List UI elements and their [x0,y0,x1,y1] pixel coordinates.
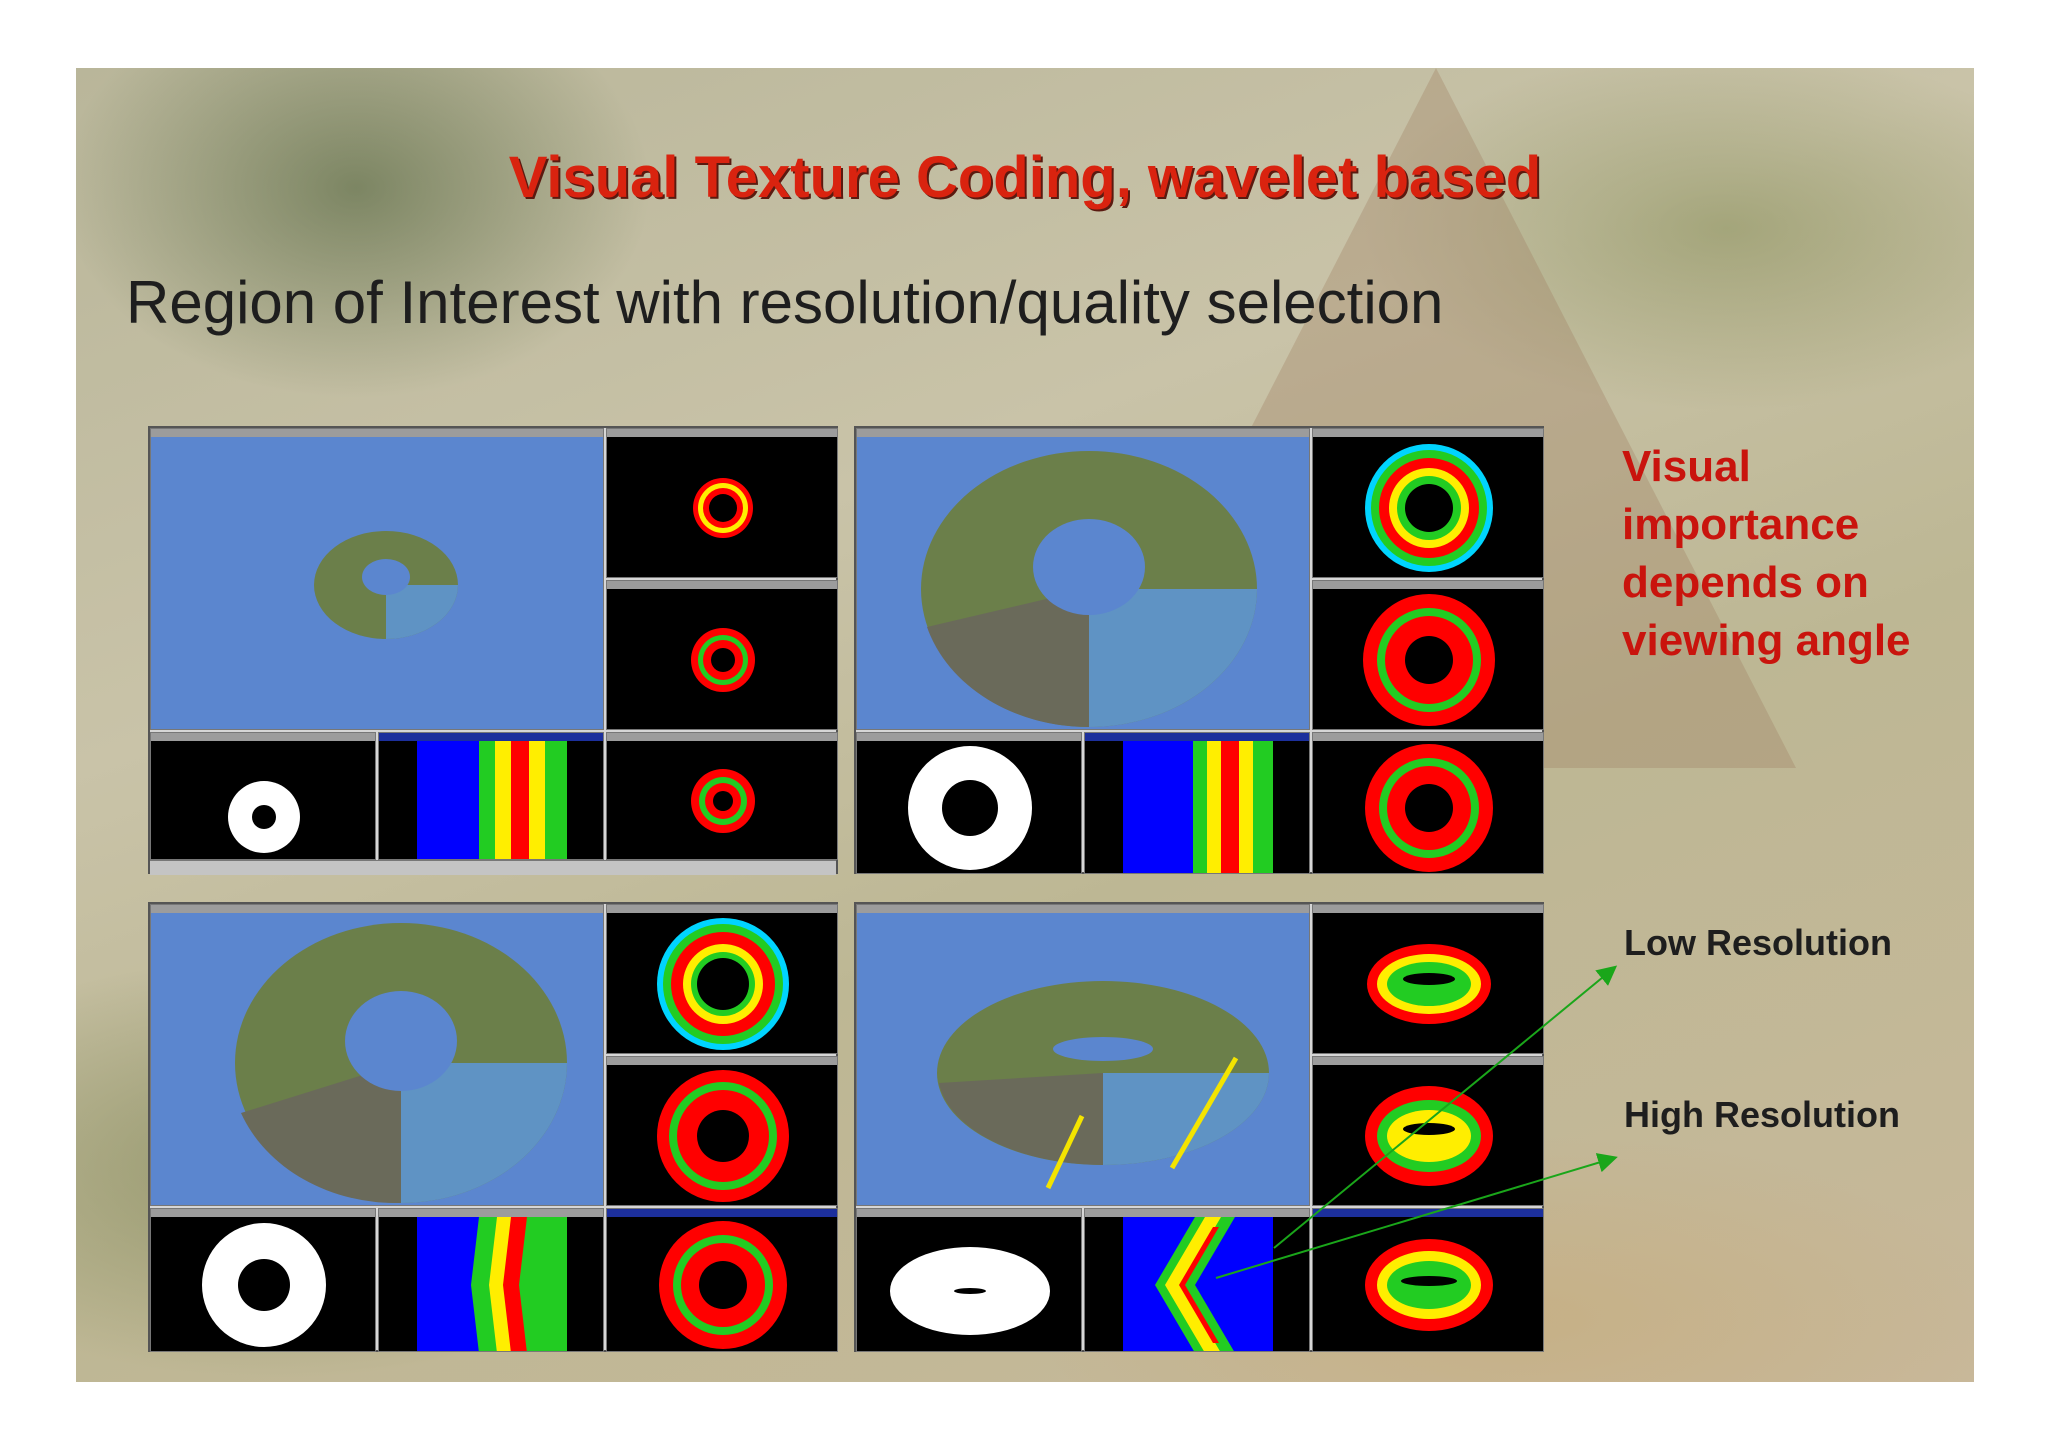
ring-map [1365,1086,1493,1186]
slide-background: Visual Texture Coding, wavelet based Reg… [76,68,1974,1382]
mesh-simplify-window [150,1208,376,1352]
window-titlebar [151,733,375,741]
window-titlebar [1313,581,1543,589]
ring-map [1365,744,1493,872]
texture-map [417,741,567,859]
window-titlebar [607,581,837,589]
quality-map-window [1312,1056,1544,1206]
window-titlebar [857,1209,1081,1217]
window-titlebar [857,905,1309,913]
window-titlebar [379,1209,603,1217]
window-titlebar [151,429,603,437]
texture-map [1123,741,1273,873]
window-titlebar [1313,905,1543,913]
wavelet-map-window [606,1208,838,1352]
window-titlebar [151,1209,375,1217]
roi-map-window [606,904,838,1054]
ring-map [657,1070,789,1202]
window-titlebar [379,733,603,741]
window-titlebar [1313,429,1543,437]
ring-map [691,769,755,833]
white-ring [228,781,300,853]
ring-map [691,628,755,692]
ring-map [1365,1239,1493,1331]
ring-map [659,1221,787,1349]
ring-map [1367,944,1491,1024]
torus-view-window [150,904,604,1206]
wavelet-map-window [1312,1208,1544,1352]
torus-view-window [856,428,1310,730]
torus-render [921,451,1257,728]
side-note: Visual importance depends on viewing ang… [1622,442,1911,665]
texture-simplify-window [378,1208,604,1352]
window-titlebar [1085,1209,1309,1217]
mesh-simplify-window [150,732,376,860]
texture-map [417,1217,567,1351]
window-titlebar [607,1209,837,1217]
window-titlebar [1313,1057,1543,1065]
slide-subtitle: Region of Interest with resolution/quali… [126,269,1444,336]
white-ring [202,1223,326,1347]
ring-map [1363,594,1495,726]
quality-map-window [1312,580,1544,730]
status-bar [150,860,836,875]
torus-render [937,981,1269,1165]
quality-map-window [606,1056,838,1206]
wavelet-map-window [606,732,838,860]
window-titlebar [607,1057,837,1065]
high-resolution-label: High Resolution [1624,1094,1900,1135]
white-ring [908,746,1032,870]
window-titlebar [607,733,837,741]
torus-view-window [856,904,1310,1206]
quality-map-window [606,580,838,730]
screenshot-quadrant-top-right [854,426,1544,874]
window-titlebar [857,429,1309,437]
window-titlebar [857,733,1081,741]
window-titlebar [607,905,837,913]
white-ring [890,1247,1050,1335]
ring-map [693,478,753,538]
roi-map-window [606,428,838,578]
roi-map-window [1312,428,1544,578]
torus-render [235,923,567,1204]
torus-view-window [150,428,604,730]
low-resolution-label: Low Resolution [1624,922,1892,963]
screenshot-quadrant-bottom-right [854,902,1544,1352]
window-titlebar [1313,733,1543,741]
mesh-simplify-window [856,1208,1082,1352]
window-titlebar [151,905,603,913]
texture-simplify-window [378,732,604,860]
texture-map [1123,1217,1273,1351]
wavelet-map-window [1312,732,1544,874]
screenshot-quadrant-bottom-left [148,902,838,1352]
ring-map [657,918,789,1050]
window-titlebar [1085,733,1309,741]
torus-render [314,531,458,639]
screenshot-quadrant-top-left [148,426,838,875]
window-titlebar [607,429,837,437]
texture-simplify-window [1084,1208,1310,1352]
texture-simplify-window [1084,732,1310,874]
ring-map [1365,444,1493,572]
roi-map-window [1312,904,1544,1054]
mesh-simplify-window [856,732,1082,874]
slide-title: Visual Texture Coding, wavelet based [508,145,1542,210]
window-titlebar [1313,1209,1543,1217]
